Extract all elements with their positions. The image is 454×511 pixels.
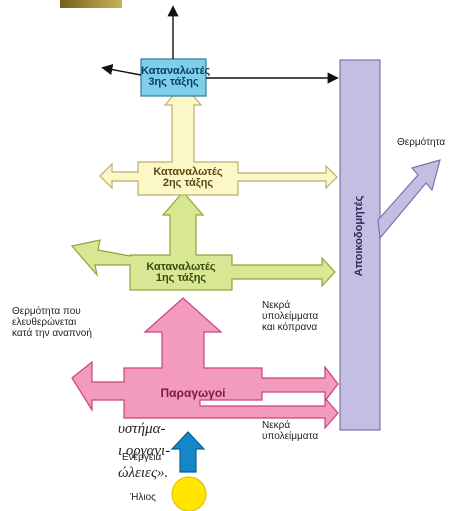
- cropped-paragraph-text: υστήμα- ι οργανι- ώλειες».: [118, 421, 171, 481]
- dead-remains-label: Νεκρά υπολείμματα: [262, 420, 319, 442]
- consumers-3-label: Καταναλωτές 3ης τάξης: [141, 65, 211, 88]
- energy-label: Ενέργεια: [122, 452, 162, 463]
- consumers-1-label: Καταναλωτές 1ης τάξης: [146, 261, 216, 284]
- decomposers-column: [339, 59, 441, 431]
- heat-arrows-top: [101, 5, 339, 84]
- decomposers-label: Αποικοδομητές: [353, 195, 365, 277]
- top-photo-fragment: [60, 0, 122, 8]
- dead-remains-excrement-label: Νεκρά υπολείμματα και κόπρανα: [262, 300, 319, 333]
- sun-label: Ήλιος: [130, 492, 156, 503]
- consumers-1-block: [70, 191, 336, 291]
- heat-label-right: Θερμότητα: [397, 137, 446, 148]
- heat-released-label: Θερμότητα που ελευθερώνεται κατά την ανα…: [12, 306, 92, 339]
- producers-block: [71, 297, 339, 430]
- consumers-2-label: Καταναλωτές 2ης τάξης: [153, 166, 223, 189]
- producers-label: Παραγωγοί: [160, 386, 226, 400]
- energy-arrow: [170, 431, 206, 473]
- consumers-3-block: [140, 58, 207, 97]
- sun: [171, 476, 207, 511]
